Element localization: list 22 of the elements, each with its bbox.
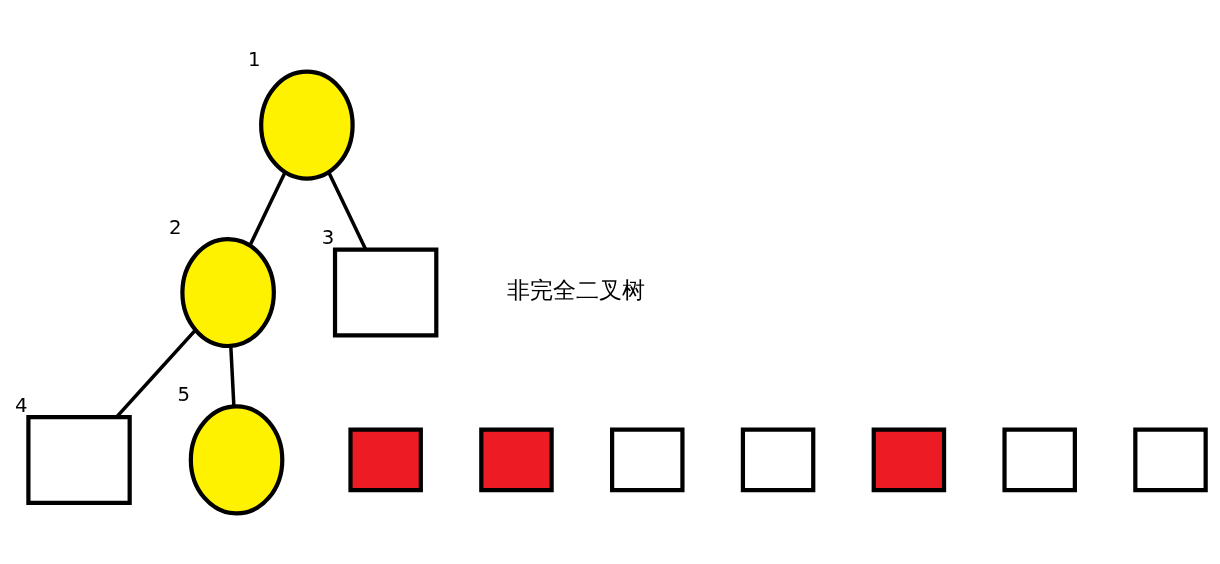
node-box <box>26 414 132 505</box>
node-label: 3 <box>321 226 335 250</box>
node-box <box>1002 427 1077 493</box>
connector <box>327 171 368 251</box>
node-label: 4 <box>15 393 28 417</box>
node-box <box>1133 427 1208 493</box>
node-box <box>332 247 439 338</box>
node-circle <box>259 69 355 181</box>
node-label: 1 <box>247 48 261 72</box>
node-box <box>348 427 423 493</box>
node-label: 2 <box>169 215 182 239</box>
node-circle <box>180 237 276 349</box>
node-box <box>740 427 816 493</box>
node-box <box>610 427 685 493</box>
connector <box>115 328 197 418</box>
node-box <box>479 427 554 493</box>
node-label: 5 <box>177 383 191 407</box>
node-circle <box>188 404 285 516</box>
label: 非完全二叉树 <box>506 276 645 303</box>
connector <box>229 345 236 407</box>
node-box <box>871 427 947 493</box>
connector <box>248 171 287 247</box>
